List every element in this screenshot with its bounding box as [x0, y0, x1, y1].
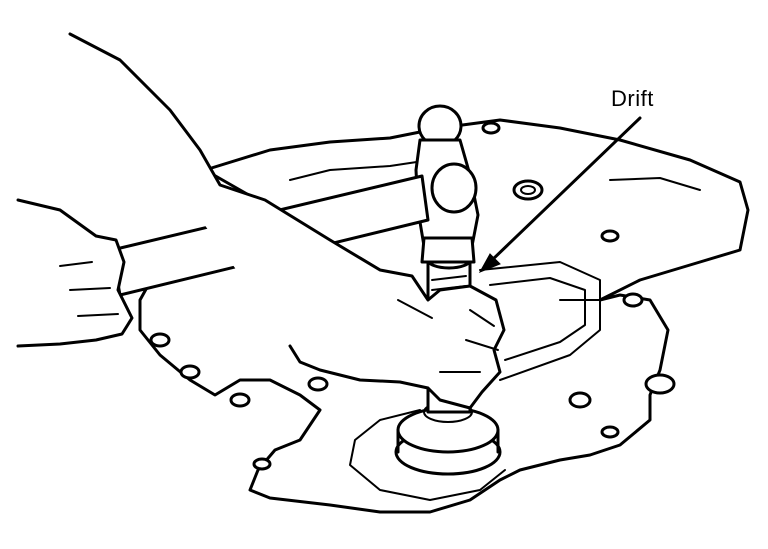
seal-seat	[394, 401, 502, 476]
right-hand	[68, 32, 506, 410]
drift-label: Drift	[611, 86, 654, 111]
left-hand	[16, 198, 134, 348]
hammer-head	[414, 104, 480, 264]
callout-leader	[478, 116, 642, 273]
bolt-holes	[149, 121, 676, 471]
